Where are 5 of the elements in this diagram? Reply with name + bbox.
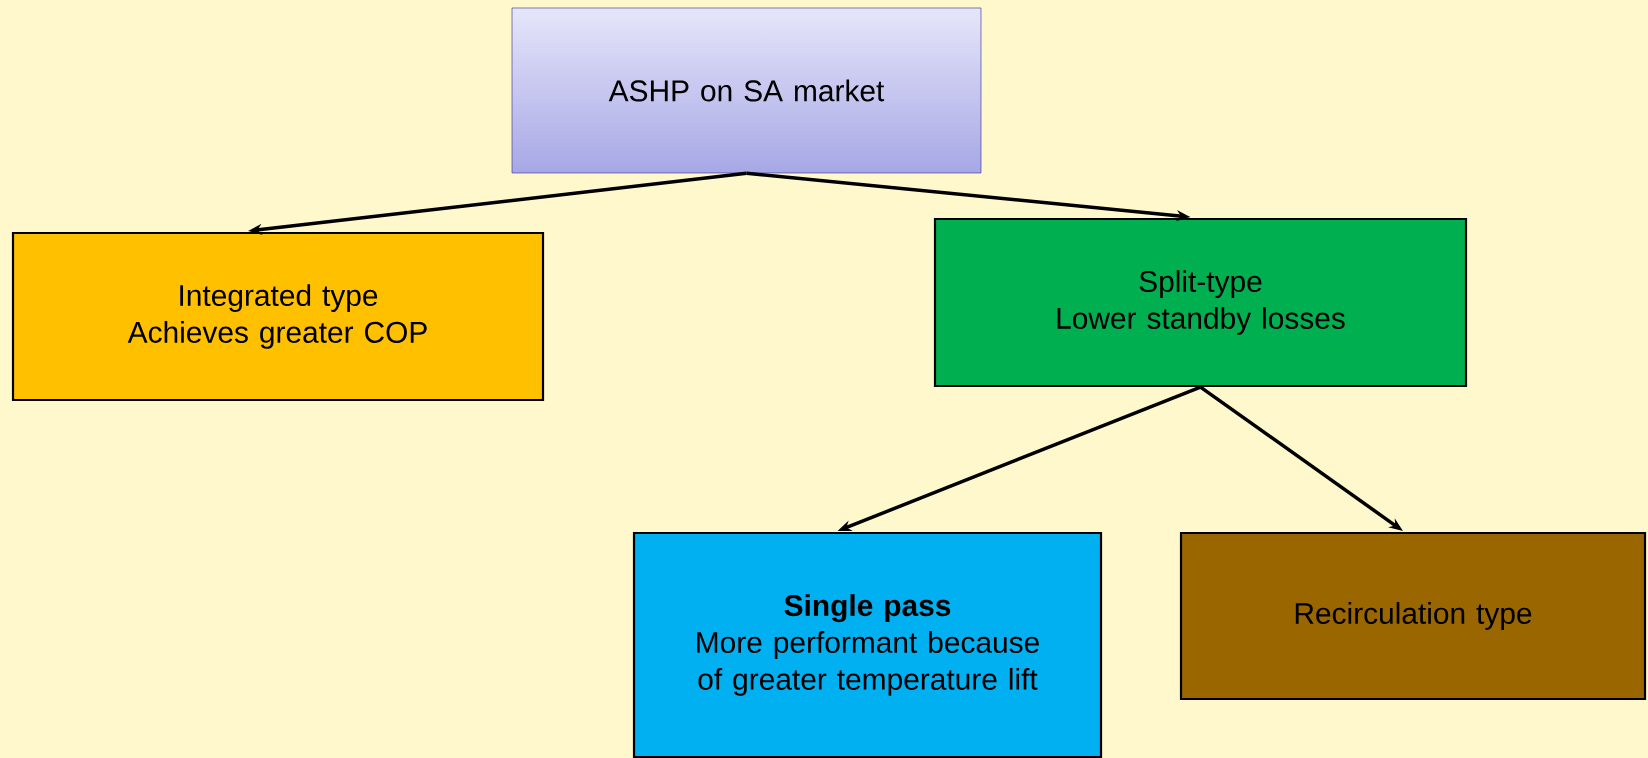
process-box: Split-type Lower standby losses	[933, 217, 1468, 388]
process-box: Recirculation type	[1179, 531, 1647, 701]
process-box: Single pass More performant because of greater temperature lift	[632, 531, 1103, 758]
title-box: ASHP on SA market	[511, 7, 982, 174]
process-box: Integrated type Achieves greater COP	[11, 231, 545, 402]
